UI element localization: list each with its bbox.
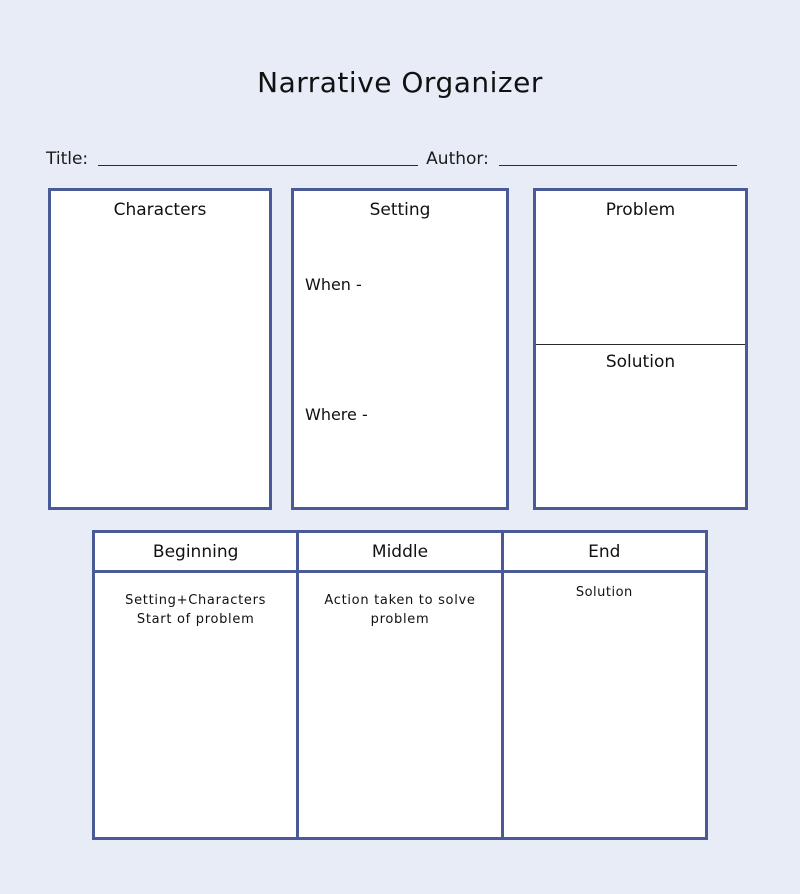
problem-solution-divider bbox=[536, 344, 745, 345]
title-input-line[interactable] bbox=[98, 165, 419, 166]
middle-heading: Middle bbox=[299, 533, 501, 573]
problem-heading: Problem bbox=[605, 200, 676, 220]
setting-box[interactable]: Setting When - Where - bbox=[291, 188, 509, 510]
end-heading: End bbox=[503, 533, 705, 573]
sequence-column-end[interactable]: End Solution bbox=[500, 533, 705, 837]
setting-where-label: Where - bbox=[305, 405, 368, 424]
problem-solution-box[interactable]: Problem Solution bbox=[533, 188, 748, 510]
page-title: Narrative Organizer bbox=[257, 66, 543, 99]
solution-heading: Solution bbox=[605, 352, 676, 372]
setting-when-label: When - bbox=[305, 275, 362, 294]
author-label: Author: bbox=[426, 149, 489, 169]
title-author-row: Title: Author: bbox=[46, 145, 752, 169]
beginning-heading: Beginning bbox=[95, 533, 297, 573]
characters-heading: Characters bbox=[113, 200, 207, 220]
title-label: Title: bbox=[46, 149, 89, 169]
setting-heading: Setting bbox=[369, 200, 431, 220]
author-input-line[interactable] bbox=[498, 165, 737, 166]
characters-box[interactable]: Characters bbox=[48, 188, 272, 510]
end-body: Solution bbox=[575, 585, 633, 600]
